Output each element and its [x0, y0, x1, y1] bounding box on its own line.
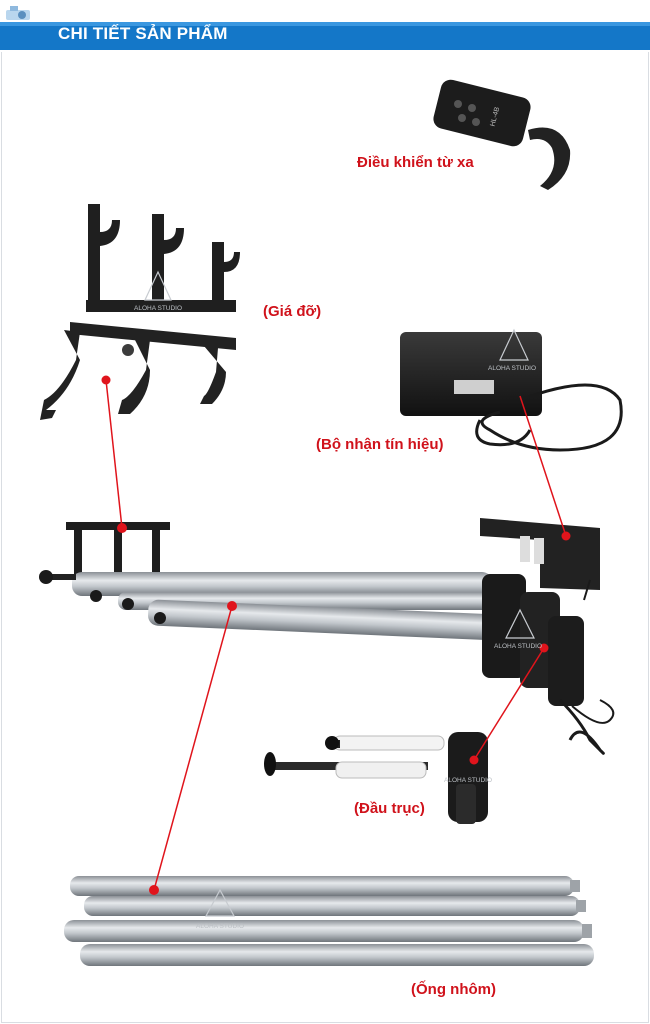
watermark-text-4: ALOHA STUDIO [444, 777, 492, 784]
signal-receiver-box [400, 332, 623, 452]
remote-control: HL-4B [433, 79, 571, 190]
label-signal-receiver: (Bộ nhận tín hiệu) [316, 436, 444, 453]
watermark-text-5: ALOHA STUDIO [196, 923, 244, 930]
section-header: CHI TIẾT SẢN PHẨM [0, 0, 650, 52]
label-holder: (Giá đỡ) [263, 303, 322, 320]
label-remote-control: Điều khiển từ xa [357, 154, 474, 171]
holder-bracket-bottom [40, 322, 236, 420]
label-roller-head: (Đầu trục) [354, 800, 425, 817]
watermark-text-2: ALOHA STUDIO [488, 365, 536, 372]
holder-bracket-top [86, 204, 240, 312]
header-bar [0, 22, 650, 50]
section-title: CHI TIẾT SẢN PHẨM [58, 24, 228, 43]
watermark-text-3: ALOHA STUDIO [494, 643, 542, 650]
aluminium-tubes [64, 876, 594, 966]
pointer-lines [101, 375, 571, 895]
watermark-text-1: ALOHA STUDIO [134, 305, 182, 312]
remote-model-text: HL-4B [490, 106, 502, 127]
assembled-roller-system [39, 518, 615, 755]
label-aluminium-tube: (Ống nhôm) [411, 981, 496, 998]
watermarks [144, 270, 535, 917]
content-frame [1, 52, 649, 1023]
